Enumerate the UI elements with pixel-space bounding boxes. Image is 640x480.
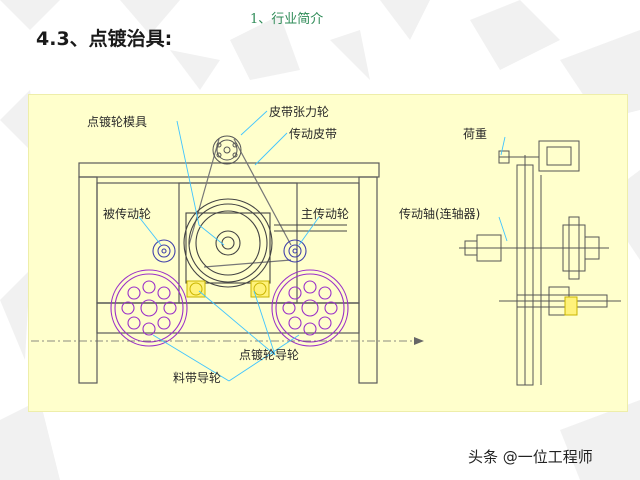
driven-wheel bbox=[152, 239, 176, 263]
plating-wheel bbox=[183, 198, 347, 288]
main-frame bbox=[78, 162, 380, 384]
label-guide-wheel: 点镀轮导轮 bbox=[239, 348, 300, 362]
strip-direction-arrow bbox=[414, 337, 424, 345]
label-drive-belt: 传动皮带 bbox=[289, 127, 338, 141]
side-view-assembly bbox=[459, 140, 621, 386]
label-strip-guide-wheel: 料带导轮 bbox=[173, 371, 222, 385]
belt-tension-wheel bbox=[212, 135, 242, 165]
label-drive-shaft: 传动轴(连轴器) bbox=[399, 207, 481, 221]
label-load: 荷重 bbox=[463, 127, 488, 141]
side-view-highlight bbox=[564, 296, 578, 316]
label-main-drive-wheel: 主传动轮 bbox=[301, 207, 350, 221]
section-header: 1、行业简介 bbox=[250, 12, 324, 27]
label-belt-tension-wheel: 皮带张力轮 bbox=[269, 105, 330, 119]
strip-guide-wheel-right bbox=[271, 269, 349, 347]
watermark: 头条 @一位工程师 bbox=[468, 448, 593, 466]
label-plating-wheel-mold: 点镀轮模具 bbox=[87, 115, 148, 129]
fixture-drawing: 点镀轮模具 皮带张力轮 传动皮带 荷重 被传动轮 主传动轮 传动轴(连轴器) 点… bbox=[28, 94, 628, 412]
page-title: 4.3、点镀治具: bbox=[36, 28, 173, 50]
label-driven-wheel: 被传动轮 bbox=[103, 207, 152, 221]
main-drive-wheel bbox=[283, 239, 307, 263]
leader-lines bbox=[138, 110, 508, 382]
drive-belt bbox=[188, 138, 292, 268]
fixture-diagram bbox=[31, 110, 621, 386]
strip-guide-wheel-left bbox=[110, 269, 188, 347]
guide-rollers bbox=[186, 280, 270, 298]
